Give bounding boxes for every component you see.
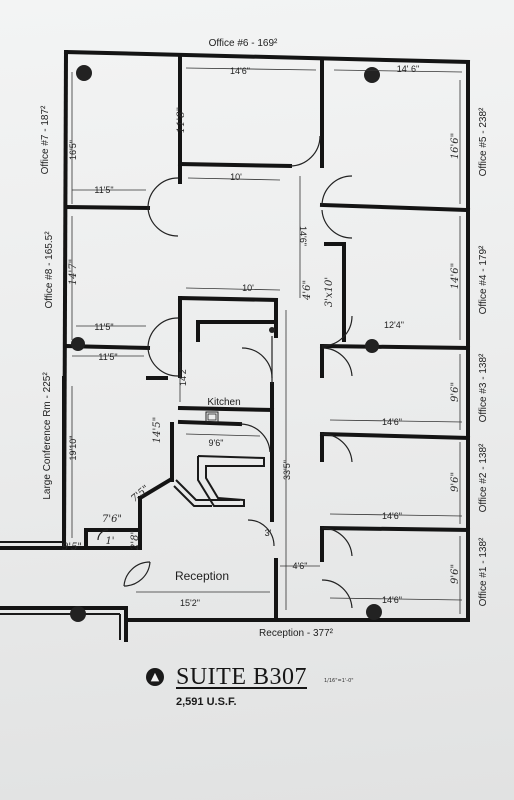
kitchen-label: Kitchen <box>207 397 240 408</box>
hall-mid-dim: 10' <box>242 283 254 293</box>
conf-small-dim: 14'5" <box>152 417 163 443</box>
reception-area-label: Reception - 377² <box>259 628 334 639</box>
o6-width-dim: 14'6" <box>230 66 250 76</box>
structural-columns <box>70 65 382 622</box>
o4-width-dim: 12'4" <box>384 320 404 330</box>
o1-depth-dim: 9'6" <box>450 564 461 584</box>
conf-depth-dim: 19'10" <box>68 436 78 461</box>
column-marker <box>269 327 275 333</box>
column-marker <box>365 339 379 353</box>
closet-e-dim: 1' <box>105 536 114 547</box>
office6-label: Office #6 - 169² <box>209 38 278 49</box>
hall-depth-dim: 14'6" <box>298 226 308 246</box>
kitchen-counter <box>173 411 265 507</box>
o1-width-dim: 14'6" <box>382 595 402 605</box>
door-swings <box>97 135 353 609</box>
o5-width-dim: 14' 6" <box>397 64 419 74</box>
column-marker <box>71 337 85 351</box>
o3-depth-dim: 9'6" <box>450 382 461 402</box>
kitchen-depth-dim: 14'2" <box>178 366 188 386</box>
title-block: ▲ SUITE B307 1/16"=1'-0" 2,591 U.S.F. <box>146 664 386 724</box>
o2-width-dim: 14'6" <box>382 511 402 521</box>
office7-label: Office #7 - 187² <box>40 105 51 174</box>
office3-label: Office #3 - 138² <box>478 353 489 422</box>
kitchen-width-dim: 9'6" <box>209 438 224 448</box>
hall-top-dim: 10' <box>230 172 242 182</box>
interior-walls <box>62 54 471 622</box>
hall-narrow-dim: 4'6" <box>302 280 313 301</box>
entry-dim: 3' <box>265 528 272 538</box>
o2-depth-dim: 9'6" <box>450 472 461 492</box>
office5-label: Office #5 - 238² <box>478 107 489 176</box>
office8-label: Office #8 - 165.5² <box>44 231 55 309</box>
o7-width-dim: 11'5" <box>94 185 113 195</box>
o6-depth-dim: 11'8" <box>176 107 187 133</box>
closet-d-dim: 9'5" <box>62 542 82 553</box>
column-marker <box>364 67 380 83</box>
conf-width-dim: 11'5" <box>98 352 117 362</box>
north-arrow-icon: ▲ <box>146 668 164 686</box>
entry-hall-dim: 4'6" <box>293 561 308 571</box>
o8-depth-dim: 14'7" <box>68 259 79 285</box>
office4-label: Office #4 - 179² <box>478 245 489 314</box>
o8-width-dim: 11'5" <box>94 322 113 332</box>
suite-title: SUITE B307 <box>176 664 307 690</box>
corridor-dim: 33'5" <box>282 460 292 480</box>
usable-area: 2,591 U.S.F. <box>176 696 237 708</box>
o7-depth-dim: 16'5" <box>68 140 78 160</box>
o4-depth-dim: 14'6" <box>450 263 461 289</box>
column-marker <box>366 604 382 620</box>
closet-b-dim: 2'8" <box>130 530 141 551</box>
column-marker <box>70 606 86 622</box>
dimension-lines <box>71 67 463 614</box>
o5-depth-dim: 16'6" <box>450 133 461 159</box>
closet-a-dim: 7'6" <box>102 514 122 525</box>
storage-dim: 3'x10' <box>324 277 335 307</box>
office1-label: Office #1 - 138² <box>478 537 489 606</box>
column-marker <box>76 65 92 81</box>
conference-label: Large Conference Rm - 225² <box>42 372 53 500</box>
reception-label: Reception <box>175 569 229 583</box>
reception-width-dim: 15'2" <box>180 598 200 608</box>
office2-label: Office #2 - 138² <box>478 443 489 512</box>
o3-width-dim: 14'6" <box>382 417 402 427</box>
scale-note: 1/16"=1'-0" <box>324 678 354 684</box>
